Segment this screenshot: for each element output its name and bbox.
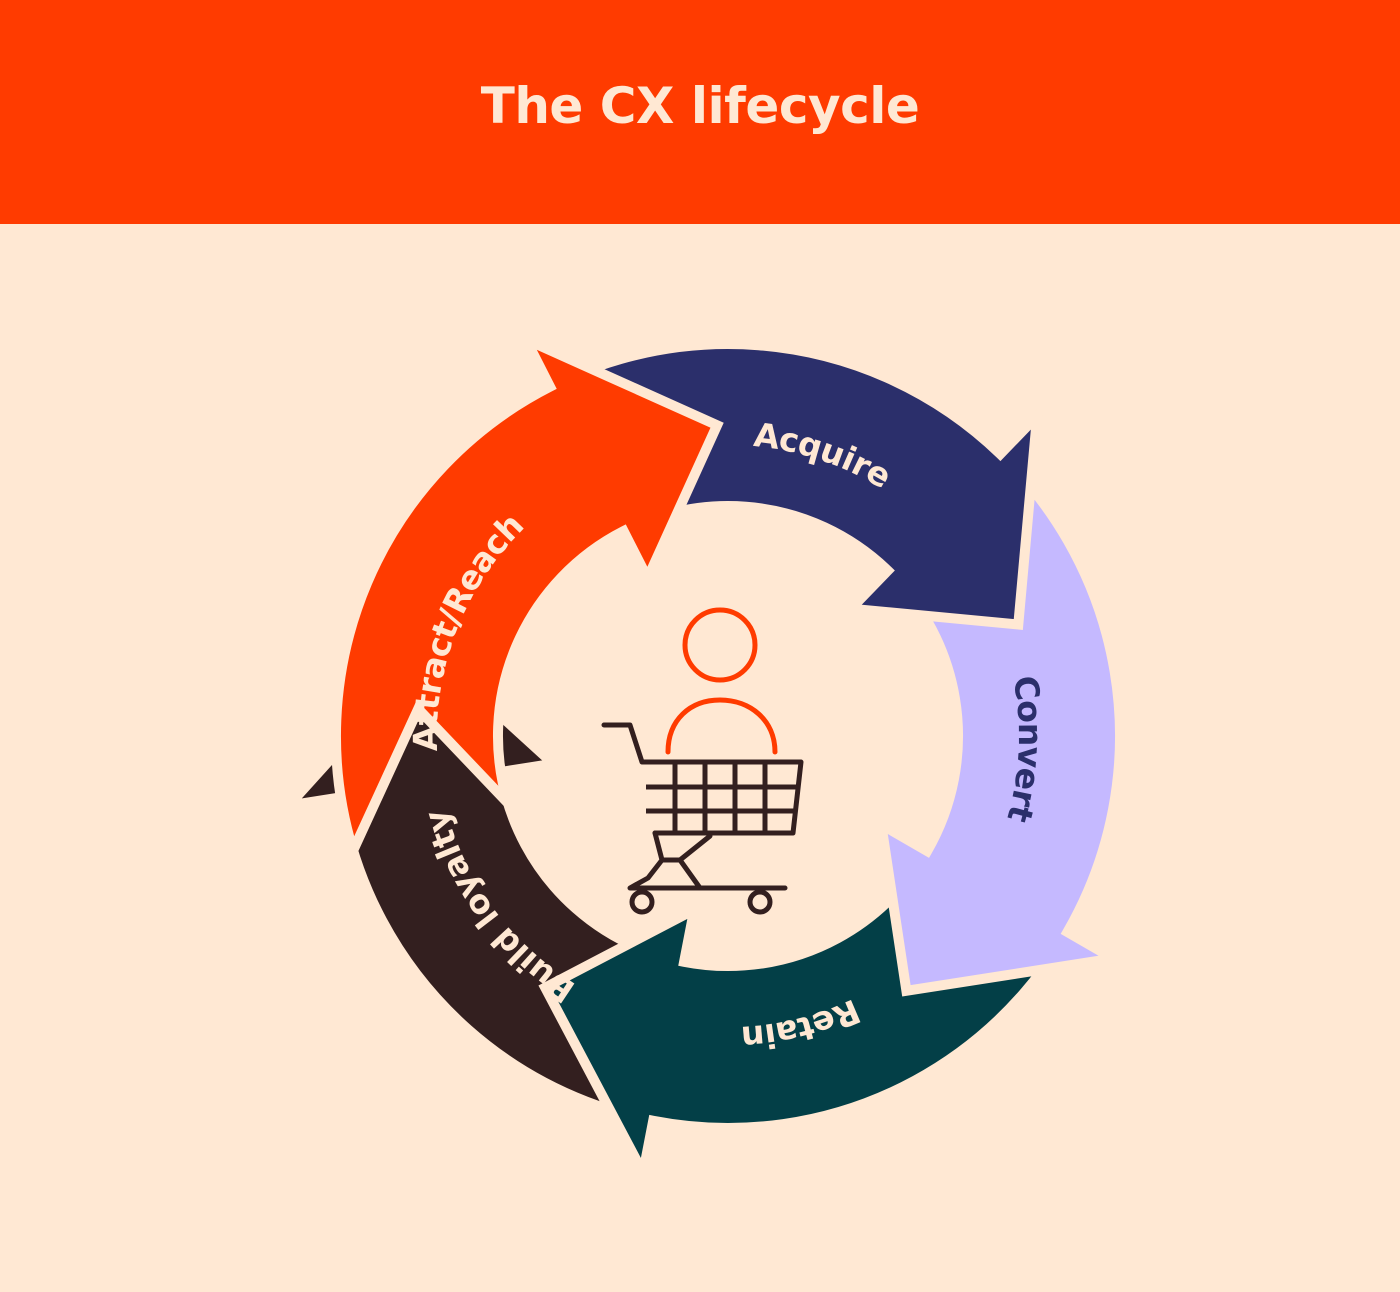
page-title: The CX lifecycle <box>480 77 920 135</box>
cycle-arrows <box>275 329 1129 1188</box>
person-head-icon <box>682 607 758 683</box>
cart-wheel-left-icon <box>629 889 655 915</box>
cart-frame-icon <box>627 830 788 891</box>
cart-wheel-right-icon <box>747 889 773 915</box>
arrow-retain <box>538 820 1102 1188</box>
arrow-attract <box>330 329 724 865</box>
person-body-icon <box>665 697 778 755</box>
header-banner: The CX lifecycle <box>0 0 1400 224</box>
cart-basket-icon <box>601 722 804 836</box>
arrow-convert <box>874 427 1129 997</box>
shopper-with-cart-icon <box>601 607 804 915</box>
